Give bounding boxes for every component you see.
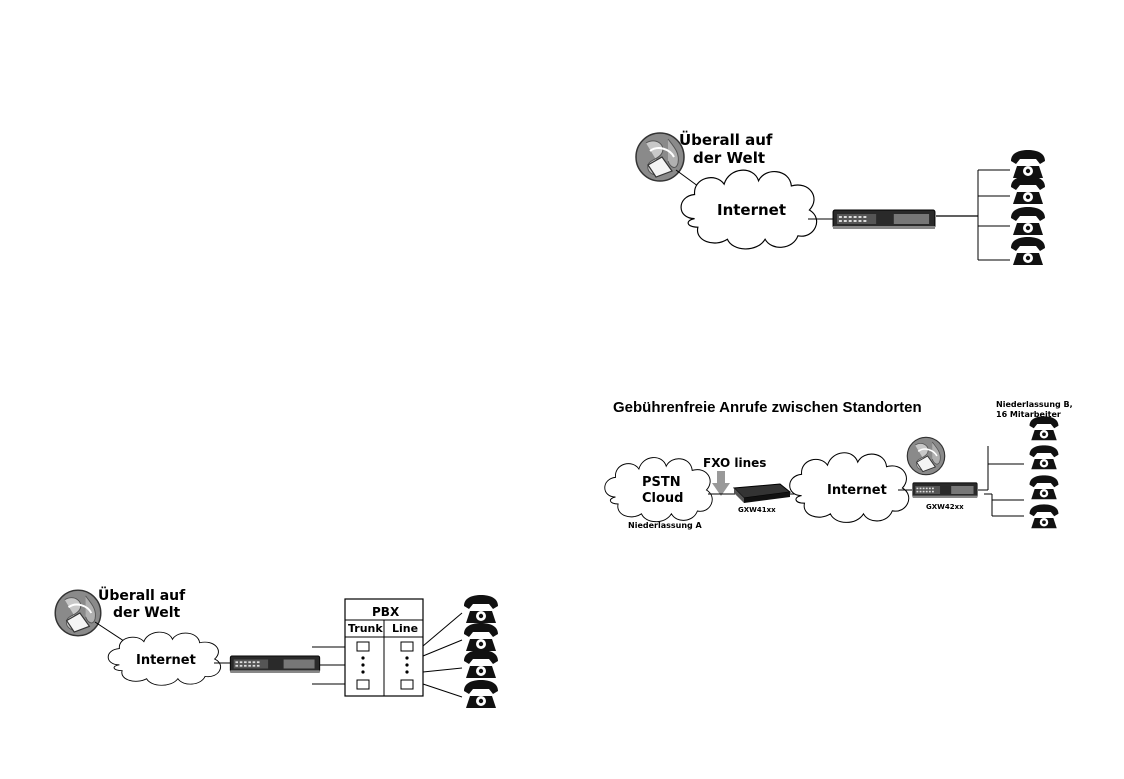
pstn-label-line1: PSTN (642, 475, 681, 490)
telephone-icon (464, 650, 498, 678)
globe-icon (55, 590, 101, 636)
gateway-device-icon (734, 484, 790, 503)
diagram-anywhere-pbx: Überall auf der Welt Internet PBX Trunk … (55, 586, 498, 708)
telephone-icon (464, 680, 498, 708)
globe-label-line2: der Welt (693, 149, 765, 167)
diagram-toll-free-calls: Gebührenfreie Anrufe zwischen Standorten… (605, 399, 1073, 530)
telephone-icon (1011, 150, 1045, 178)
gxw41-label: GXW41xx (738, 506, 776, 514)
down-arrow-icon (712, 471, 730, 496)
branch-b-label-line1: Niederlassung B, (996, 400, 1073, 409)
cloud-label: Internet (827, 483, 887, 498)
diagram-anywhere-gateway-phones: Überall auf der Welt Internet (636, 130, 1045, 265)
pbx-trunk-label: Trunk (348, 622, 383, 635)
telephone-icon (1011, 176, 1045, 204)
diagram-title: Gebührenfreie Anrufe zwischen Standorten (613, 399, 922, 416)
cloud-label: Internet (717, 201, 786, 219)
telephone-icon (1030, 504, 1059, 528)
gateway-device-icon (913, 483, 977, 498)
globe-label-line2: der Welt (113, 605, 181, 621)
fxo-lines-label: FXO lines (703, 456, 766, 470)
telephone-icon (1011, 207, 1045, 235)
pbx-title: PBX (372, 605, 400, 619)
pbx-line-label: Line (392, 622, 418, 635)
gxw42-label: GXW42xx (926, 503, 964, 511)
pstn-label-line2: Cloud (642, 491, 684, 506)
telephone-icon (464, 595, 498, 623)
globe-icon (907, 437, 944, 474)
branch-a-label: Niederlassung A (628, 521, 703, 530)
telephone-icon (1030, 475, 1059, 499)
gateway-device-icon (833, 210, 935, 229)
cloud-label: Internet (136, 653, 196, 668)
telephone-icon (1030, 445, 1059, 469)
telephone-icon (464, 623, 498, 651)
globe-label-line1: Überall auf (679, 130, 773, 149)
pbx-box: PBX Trunk Line (345, 599, 423, 696)
globe-label-line1: Überall auf (98, 586, 186, 604)
telephone-icon (1030, 416, 1059, 440)
globe-icon (636, 133, 684, 181)
telephone-icon (1011, 237, 1045, 265)
gateway-device-icon (230, 656, 319, 673)
